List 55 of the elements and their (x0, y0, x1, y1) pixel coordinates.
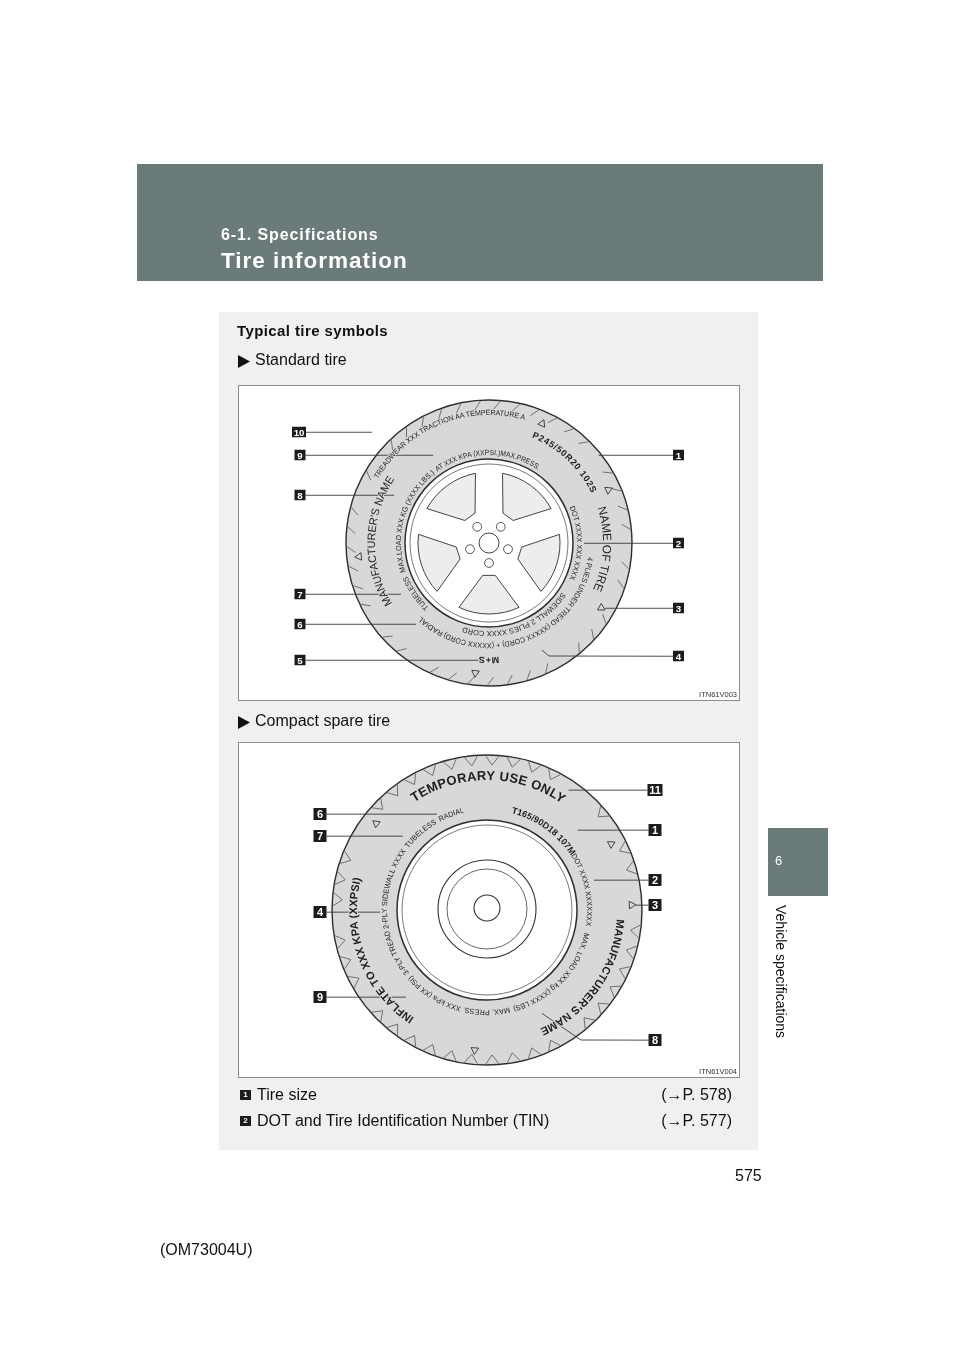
leader-line (305, 623, 417, 625)
callout-number: 6 (313, 808, 327, 821)
leader-line (305, 593, 402, 595)
leader-line (326, 911, 381, 913)
callout-number: 4 (313, 906, 327, 919)
callout-number: 10 (292, 426, 306, 438)
callout-number: 7 (294, 588, 306, 600)
callout-number: 1 (240, 1090, 251, 1100)
triangle-mark (628, 900, 637, 910)
callout-number: 2 (673, 537, 684, 549)
callout-number: 11 (647, 784, 663, 797)
leader-line (577, 829, 649, 831)
leader-line (326, 835, 404, 837)
callout-number: 7 (313, 830, 327, 843)
leader-line (305, 659, 479, 661)
page-reference: (→P. 577) (661, 1113, 732, 1129)
list-item-text: DOT and Tire Identification Number (TIN) (257, 1113, 550, 1129)
leader-line (604, 607, 674, 609)
chapter-number: 6 (775, 854, 783, 867)
list-item-text: Tire size (257, 1087, 317, 1103)
list-heading: Standard tire (255, 352, 347, 368)
leader-line (326, 996, 407, 998)
leader-line (305, 494, 395, 496)
callout-number: 9 (294, 449, 306, 461)
sidewall-marking: M+S (478, 654, 500, 666)
page-reference: (→P. 578) (661, 1087, 732, 1103)
list-heading: Compact spare tire (255, 713, 391, 729)
callout-number: 6 (294, 618, 306, 630)
callout-number: 8 (648, 1034, 662, 1047)
leader-line (635, 904, 649, 906)
callout-number: 9 (313, 991, 327, 1004)
leader-line (305, 431, 373, 433)
callout-number: 3 (648, 899, 662, 912)
callout-number: 1 (673, 449, 684, 461)
callout-number: 3 (673, 602, 684, 614)
page-title: Tire information (221, 250, 408, 273)
leader-line (598, 454, 674, 456)
leader-line (305, 454, 434, 456)
leader-line (568, 789, 648, 791)
chapter-title: Vehicle specifications (774, 905, 788, 1039)
triangle-mark (596, 602, 606, 611)
callout-number: 2 (240, 1116, 251, 1126)
callout-number: 4 (673, 650, 684, 662)
leader-line (583, 542, 674, 544)
leader-line (326, 813, 438, 815)
callout-number: 2 (648, 874, 662, 887)
manual-code: (OM73004U) (160, 1242, 253, 1258)
callout-number: 8 (294, 489, 306, 501)
page-number: 575 (735, 1168, 762, 1184)
leader-line (541, 649, 674, 657)
callout-number: 5 (294, 654, 306, 666)
section-heading: 6-1. Specifications (221, 227, 379, 243)
callout-number: 1 (648, 824, 662, 837)
subheading: Typical tire symbols (237, 323, 389, 338)
leader-line (593, 879, 649, 881)
